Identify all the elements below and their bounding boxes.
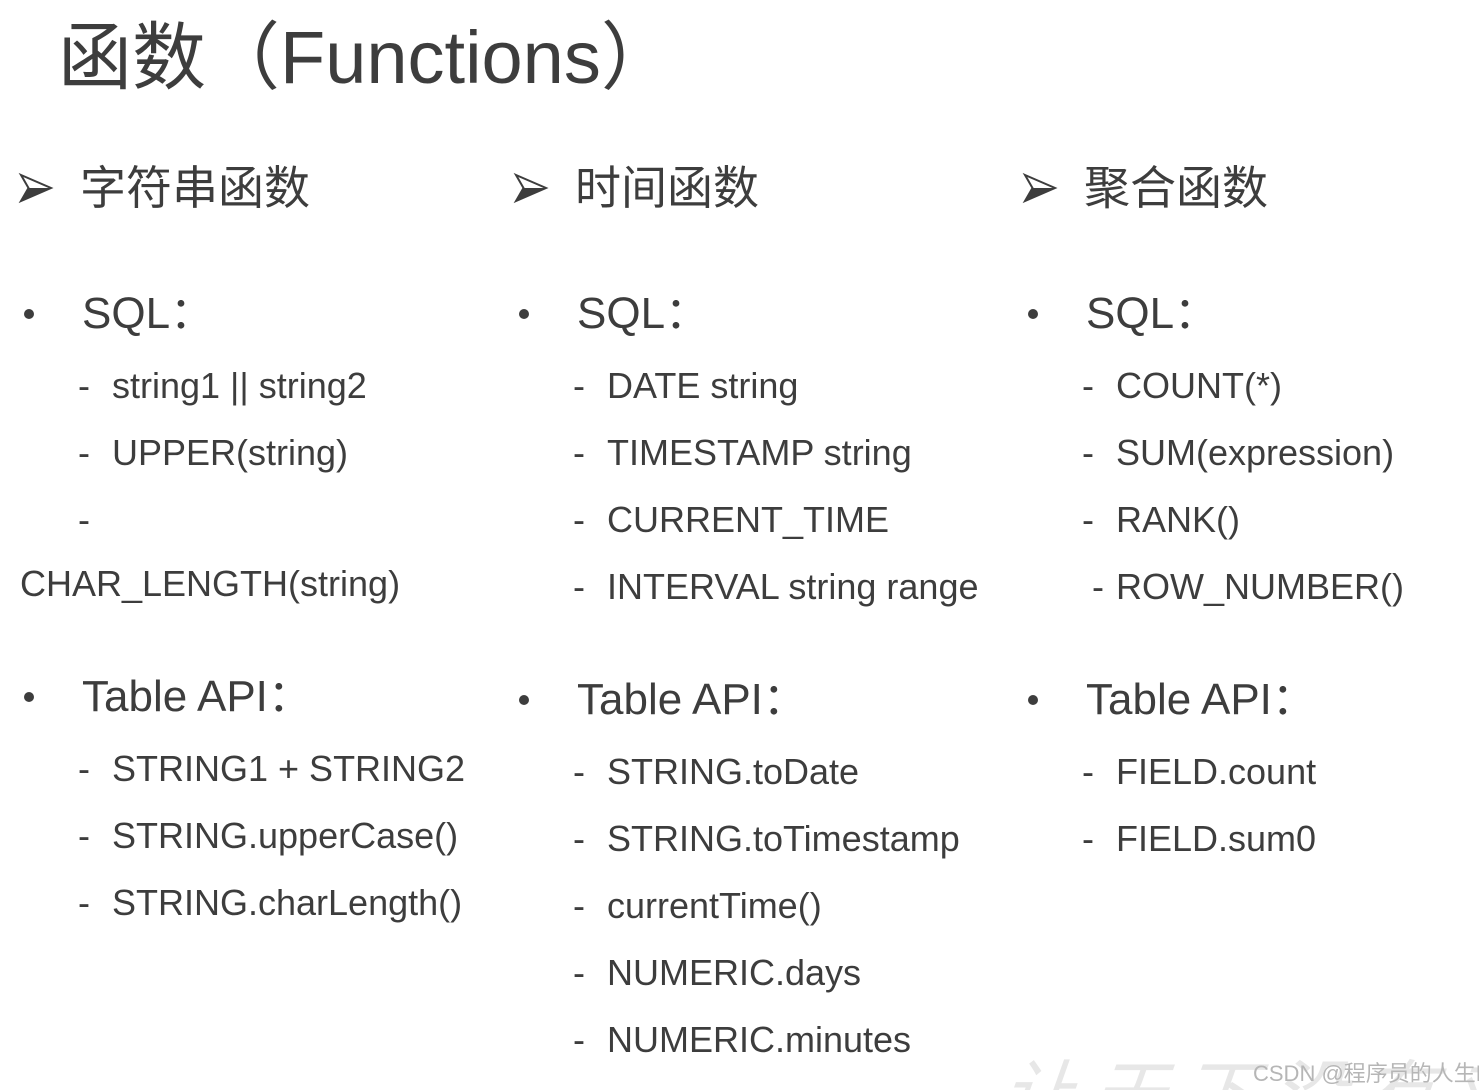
- list-item: - TIMESTAMP string: [513, 432, 1013, 474]
- section-label-row: SQL：: [18, 288, 503, 340]
- section-label: Table API：: [577, 675, 807, 724]
- column-string-functions: 字符串函数 SQL： - string1 || string2 - UPPER(…: [18, 160, 503, 924]
- list-item: - STRING.toTimestamp: [513, 818, 1013, 860]
- list-item-text: UPPER(string): [112, 432, 349, 473]
- list-item-text: COUNT(*): [1116, 365, 1282, 406]
- list-item: - STRING.toDate: [513, 751, 1013, 793]
- dash-bullet: -: [573, 952, 585, 993]
- dash-bullet: -: [573, 1019, 585, 1060]
- list-item-text: STRING.toDate: [607, 751, 860, 792]
- dash-bullet: -: [573, 566, 585, 607]
- list-item-text: INTERVAL string range: [607, 566, 979, 607]
- bullet-dot-icon: [519, 309, 529, 319]
- bullet-dot-icon: [1028, 309, 1038, 319]
- list-item-text: FIELD.sum0: [1116, 818, 1317, 859]
- list-item-text: FIELD.count: [1116, 751, 1317, 792]
- list-item: - DATE string: [513, 365, 1013, 407]
- section-label: SQL：: [1086, 289, 1219, 338]
- list-item: - FIELD.count: [1022, 751, 1477, 793]
- list-item: - FIELD.sum0: [1022, 818, 1477, 860]
- column-title: 时间函数: [575, 162, 759, 214]
- bullet-dot-icon: [24, 692, 34, 702]
- list-item-text: DATE string: [607, 365, 799, 406]
- list-item: - string1 || string2: [18, 365, 503, 407]
- dash-bullet: -: [78, 815, 90, 856]
- section-label-row: Table API：: [513, 674, 1013, 726]
- list-item: - STRING.charLength(): [18, 882, 503, 924]
- list-item-text: STRING.charLength(): [112, 882, 463, 923]
- list-item-text: currentTime(): [607, 885, 822, 926]
- dash-bullet: -: [573, 818, 585, 859]
- list-item-text: NUMERIC.minutes: [607, 1019, 912, 1060]
- list-item-text: NUMERIC.days: [607, 952, 862, 993]
- dash-bullet: -: [573, 885, 585, 926]
- dash-bullet: -: [573, 432, 585, 473]
- list-item: - ROW_NUMBER(): [1022, 566, 1477, 608]
- dash-bullet: -: [78, 748, 90, 789]
- list-item-text: STRING1 + STRING2: [112, 748, 466, 789]
- dash-bullet: -: [1082, 365, 1094, 406]
- section-label: Table API：: [82, 672, 312, 721]
- section-label-row: Table API：: [18, 671, 503, 723]
- dash-bullet: -: [1082, 432, 1094, 473]
- section-label-row: SQL：: [1022, 288, 1477, 340]
- column-title: 聚合函数: [1084, 162, 1268, 214]
- dash-bullet: -: [573, 499, 585, 540]
- list-item-text: CURRENT_TIME: [607, 499, 890, 540]
- list-item-text: string1 || string2: [112, 365, 367, 406]
- bullet-dot-icon: [1028, 695, 1038, 705]
- dash-bullet: -: [78, 365, 90, 406]
- dash-bullet: -: [1082, 499, 1094, 540]
- section-label: SQL：: [82, 289, 215, 338]
- list-item: - NUMERIC.days: [513, 952, 1013, 994]
- list-item-text: RANK(): [1116, 499, 1240, 540]
- list-item: - NUMERIC.minutes: [513, 1019, 1013, 1061]
- list-item-text: ROW_NUMBER(): [1116, 566, 1404, 607]
- dash-bullet: -: [78, 499, 90, 540]
- list-item: - SUM(expression): [1022, 432, 1477, 474]
- list-item-text: SUM(expression): [1116, 432, 1395, 473]
- section-label-row: SQL：: [513, 288, 1013, 340]
- list-item: - STRING1 + STRING2: [18, 748, 503, 790]
- dash-bullet: -: [1082, 751, 1094, 792]
- list-item: - STRING.upperCase(): [18, 815, 503, 857]
- arrow-bullet-icon: [513, 172, 549, 204]
- csdn-watermark: CSDN @程序员的人生K: [1253, 1061, 1479, 1086]
- slide-title: 函数（Functions）: [58, 16, 675, 99]
- dash-bullet: -: [573, 751, 585, 792]
- column-header: 字符串函数: [18, 160, 503, 216]
- column-time-functions: 时间函数 SQL： - DATE string - TIMESTAMP stri…: [513, 160, 1013, 1061]
- section-label: Table API：: [1086, 675, 1316, 724]
- list-item-text: STRING.upperCase(): [112, 815, 459, 856]
- column-header: 聚合函数: [1022, 160, 1477, 216]
- column-aggregate-functions: 聚合函数 SQL： - COUNT(*) - SUM(expression) -…: [1022, 160, 1477, 860]
- dash-bullet: -: [78, 432, 90, 473]
- list-item: - INTERVAL string range: [513, 566, 1013, 608]
- column-header: 时间函数: [513, 160, 1013, 216]
- list-item-wrapped-text: CHAR_LENGTH(string): [20, 563, 401, 604]
- list-item-text: TIMESTAMP string: [607, 432, 912, 473]
- arrow-bullet-icon: [1022, 172, 1058, 204]
- column-title: 字符串函数: [80, 162, 310, 214]
- section-label-row: Table API：: [1022, 674, 1477, 726]
- list-item: - RANK(): [1022, 499, 1477, 541]
- list-item: - COUNT(*): [1022, 365, 1477, 407]
- list-item: - UPPER(string): [18, 432, 503, 474]
- list-item: - CURRENT_TIME: [513, 499, 1013, 541]
- dash-bullet: -: [78, 882, 90, 923]
- arrow-bullet-icon: [18, 172, 54, 204]
- list-item-dash-only: -: [18, 499, 503, 541]
- dash-bullet: -: [1092, 566, 1104, 607]
- dash-bullet: -: [573, 365, 585, 406]
- list-item: - currentTime(): [513, 885, 1013, 927]
- bullet-dot-icon: [519, 695, 529, 705]
- list-item-text: STRING.toTimestamp: [607, 818, 960, 859]
- bullet-dot-icon: [24, 309, 34, 319]
- section-label: SQL：: [577, 289, 710, 338]
- dash-bullet: -: [1082, 818, 1094, 859]
